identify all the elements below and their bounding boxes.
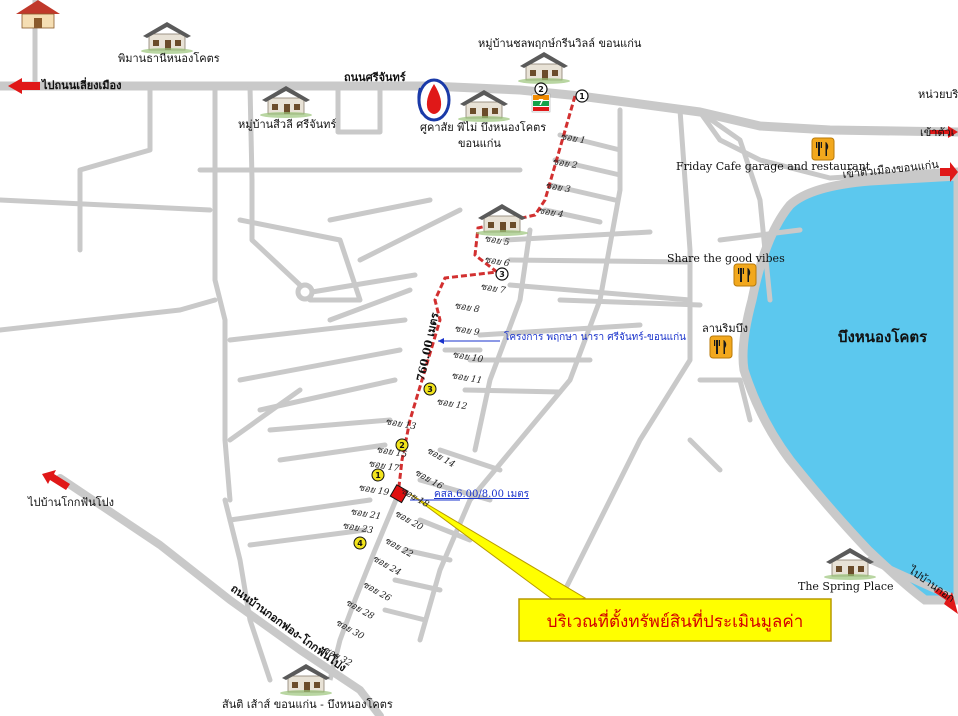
label-lan-rim-bueng: ลานริมบึง: [702, 322, 748, 335]
label-project: โครงการ พฤกษา นารา ศรีจันทร์-ขอนแก่น: [504, 330, 686, 343]
label-to-ring-road: ไปถนนเลี่ยงเมือง: [40, 77, 122, 92]
label-kok-road: ถนนบ้านกอกฟอง-โกกฟันโปง: [228, 581, 349, 674]
label-right-top: หน่วยบริ: [918, 88, 958, 101]
soi-label: ซอย 26: [361, 580, 393, 604]
restaurant-icon: [709, 335, 733, 359]
svg-text:2: 2: [399, 441, 405, 450]
soi-label: ซอย 2: [551, 157, 578, 171]
svg-text:4: 4: [357, 539, 363, 548]
arrow-icon: [8, 78, 40, 94]
marker-yellow-2: 2: [395, 438, 409, 452]
soi-label: ซอย 6: [483, 255, 510, 269]
seven-eleven-icon: 7: [531, 93, 551, 113]
marker-yellow-3: 3: [423, 382, 437, 396]
house-icon: [457, 89, 511, 123]
soi-label: ซอย 7: [479, 282, 506, 296]
ptt-station-icon: [417, 78, 451, 122]
label-ptt-line1: ศูคาสัย พีไม่ บึงหนองโคตร: [420, 120, 546, 134]
restaurant-icon: [811, 137, 835, 161]
soi-label: ซอย 5: [483, 234, 510, 248]
marker-yellow-1: 1: [371, 468, 385, 482]
svg-text:1: 1: [375, 471, 381, 480]
label-ptt-line2: ขอนแก่น: [458, 137, 501, 150]
restaurant-icon: [733, 263, 757, 287]
soi-label: ซอย 12: [435, 397, 468, 412]
soi-label: ซอย 19: [357, 483, 390, 498]
lake-label: บึงหนองโคตร: [838, 327, 928, 346]
arrow-icon: [934, 588, 958, 614]
svg-text:3: 3: [499, 270, 505, 279]
arrow-icon: [930, 126, 958, 138]
callout-text: บริเวณที่ตั้งทรัพย์สินที่ประเมินมูลค่า: [547, 609, 804, 632]
soi-label: ซอย 13: [384, 417, 417, 432]
label-road-width: คสล.6.00/8.00 เมตร: [434, 489, 530, 500]
marker-black-2: 2: [534, 82, 548, 96]
label-distance: 760.00 เมตร: [414, 311, 441, 382]
route-line: [396, 95, 577, 496]
soi-label: ซอย 20: [393, 509, 425, 533]
label-phiman-thani: พิมานธานีหนองโคตร: [118, 51, 220, 65]
soi-label: ซอย 4: [537, 206, 564, 220]
property-marker: [389, 484, 409, 504]
house-icon: [140, 21, 194, 55]
soi-label: ซอย 24: [371, 554, 403, 578]
svg-text:3: 3: [427, 385, 433, 394]
label-sriwali: หมู่บ้านสีวลี ศรีจันทร์: [238, 118, 336, 131]
soi-label: ซอย 3: [544, 181, 571, 195]
marker-black-1: 1: [575, 89, 589, 103]
label-chonpruek: หมู่บ้านชลพฤกษ์กรีนวิลล์ ขอนแก่น: [478, 37, 642, 50]
svg-text:1: 1: [579, 92, 585, 101]
label-share-vibes: Share the good vibes: [667, 252, 785, 265]
svg-text:2: 2: [538, 85, 544, 94]
label-to-ban-kok: ไปบ้านโกกฟันโปง: [27, 495, 114, 509]
label-spring-place: The Spring Place: [798, 580, 894, 593]
label-to-city-short: เข้าตัวเ: [920, 126, 955, 139]
soi-label: ซอย 21: [349, 507, 381, 522]
svg-text:7: 7: [538, 98, 544, 107]
arrow-icon: [940, 162, 958, 182]
label-santi-sao: สันติ เส้าส์ ขอนแก่น - บึงหนองโคตร: [222, 697, 393, 711]
lake: [738, 171, 958, 605]
house-icon: [259, 85, 313, 119]
soi-label: ซอย 22: [383, 536, 415, 560]
soi-label: ซอย 8: [453, 301, 480, 315]
label-main-road: ถนนศรีจันทร์: [344, 71, 406, 84]
house-icon: [517, 51, 571, 85]
house-icon: [475, 203, 529, 237]
marker-yellow-4: 4: [353, 536, 367, 550]
marker-black-3: 3: [495, 267, 509, 281]
soi-label: ซอย 1: [559, 132, 586, 146]
label-friday-cafe: Friday Cafe garage and restaurant: [676, 160, 871, 173]
temple-icon: [16, 0, 60, 29]
arrow-icon: [42, 470, 70, 490]
soi-label: ซอย 16: [413, 468, 445, 492]
soi-label: ซอย 9: [453, 324, 480, 338]
callout-box: [518, 598, 832, 642]
soi-label: ซอย 11: [450, 371, 482, 386]
